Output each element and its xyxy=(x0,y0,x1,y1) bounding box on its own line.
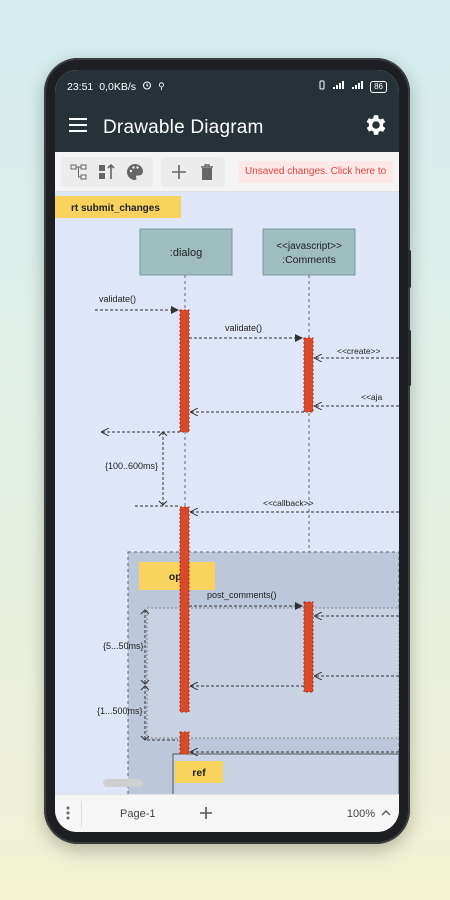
battery-level: 86 xyxy=(370,80,387,93)
more-vertical-icon[interactable] xyxy=(55,806,81,823)
cell-signal-icon-2 xyxy=(351,80,365,93)
battery-icon: 86 xyxy=(370,80,387,93)
activation-bar-3[interactable] xyxy=(179,506,190,713)
volume-button xyxy=(408,250,411,288)
diagram-canvas[interactable]: rt submit_changes :dialog <<javascript>>… xyxy=(55,192,399,804)
activation-bar-1[interactable] xyxy=(179,309,190,433)
signal-indicator-icon: ⚲ xyxy=(158,81,165,91)
power-button xyxy=(408,330,411,386)
duration-constraint-2-label: {5...50ms} xyxy=(103,641,144,651)
duration-constraint-3-label: {1...500ms} xyxy=(97,706,143,716)
lifeline-label-comments: :Comments xyxy=(282,254,336,266)
chevron-up-icon[interactable] xyxy=(381,808,391,820)
activation-bar-2[interactable] xyxy=(303,337,314,413)
lifeline-stereotype: <<javascript>> xyxy=(276,241,342,252)
ref-label-box[interactable] xyxy=(175,761,223,783)
status-time: 23:51 xyxy=(67,80,94,93)
toolbar-group-edit xyxy=(161,156,225,187)
lifeline-box-comments[interactable] xyxy=(262,228,356,276)
horizontal-scrollbar[interactable] xyxy=(103,779,143,787)
frame-label: rt submit_changes xyxy=(71,203,160,214)
ref-label: ref xyxy=(192,767,206,779)
sequence-diagram[interactable]: rt submit_changes :dialog <<javascript>>… xyxy=(55,192,399,804)
alarm-icon xyxy=(142,80,152,93)
unsaved-changes-banner[interactable]: Unsaved changes. Click here to xyxy=(239,160,393,183)
message-aja-label: <<aja xyxy=(361,392,383,402)
cell-signal-icon-1 xyxy=(332,80,346,93)
app-title: Drawable Diagram xyxy=(103,116,264,138)
diagram-toolbar: Unsaved changes. Click here to xyxy=(55,152,399,192)
lifeline-box-dialog[interactable] xyxy=(139,228,233,276)
duration-constraint-1-label: {100..600ms} xyxy=(105,461,158,471)
status-speed: 0,0KB/s xyxy=(99,80,137,93)
add-icon[interactable] xyxy=(167,161,191,183)
opt-label-box[interactable] xyxy=(139,562,215,590)
zoom-level[interactable]: 100% xyxy=(346,808,375,820)
app-bar: Drawable Diagram xyxy=(55,103,399,152)
trash-icon[interactable] xyxy=(195,161,219,183)
app-screen: 23:51 0,0KB/s ⚲ 86 Drawable Dia xyxy=(55,70,399,832)
message-callback-label: <<callback>> xyxy=(263,498,314,508)
lifeline-label-dialog: :dialog xyxy=(170,247,202,259)
toolbar-group-view xyxy=(61,156,153,187)
page-tab[interactable]: Page-1 xyxy=(120,808,156,820)
add-page-icon[interactable] xyxy=(199,806,213,823)
message-post-comments-label: post_comments() xyxy=(207,590,277,600)
bottom-bar: Page-1 100% xyxy=(55,794,399,832)
status-bar: 23:51 0,0KB/s ⚲ 86 xyxy=(55,70,399,103)
activation-bar-5[interactable] xyxy=(179,731,190,755)
hamburger-menu-icon[interactable] xyxy=(69,118,87,137)
bottom-divider xyxy=(81,801,82,827)
message-create-label: <<create>> xyxy=(337,346,381,356)
vibrate-icon xyxy=(317,80,327,93)
message-validate-1-label: validate() xyxy=(99,294,136,304)
message-validate-2-label: validate() xyxy=(225,323,262,333)
sort-icon[interactable] xyxy=(95,161,119,183)
frame-label-box[interactable] xyxy=(55,196,181,218)
gear-icon[interactable] xyxy=(363,112,389,143)
diagram-tree-icon[interactable] xyxy=(67,161,91,183)
palette-icon[interactable] xyxy=(123,161,147,183)
activation-bar-4[interactable] xyxy=(303,601,314,693)
